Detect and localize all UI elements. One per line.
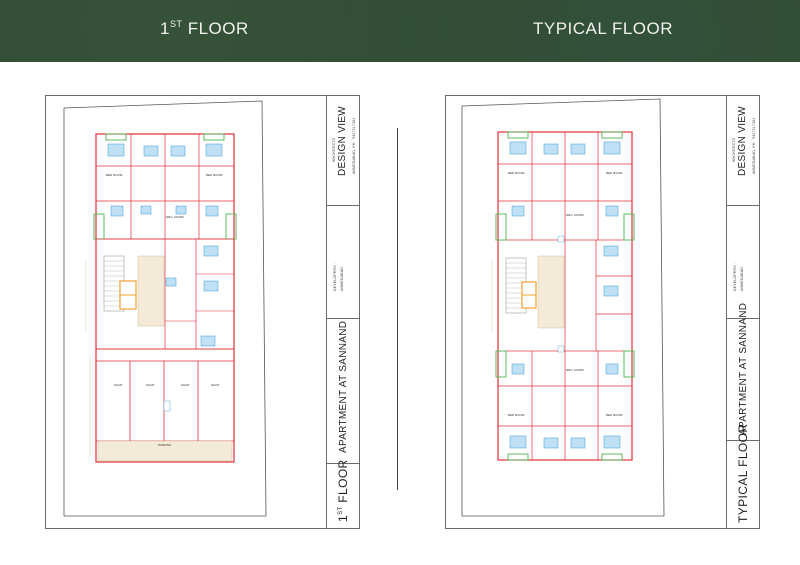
developers-label: DEVELOPERS : — [333, 262, 337, 291]
typical-floor-title-block: ARCHITECTS DESIGN VIEW AHMEDABAD, PH : 9… — [726, 96, 760, 528]
label-shop: SHOP — [114, 383, 123, 387]
label-drawing-room: DRG. ROOM — [566, 368, 584, 372]
developers-city: AHMEDABAD — [740, 267, 744, 291]
label-shop: SHOP — [211, 383, 220, 387]
label-parking: PARKING — [158, 443, 172, 447]
center-divider — [397, 128, 398, 490]
architects-address: AHMEDABAD, PH : 9327517384 — [752, 117, 756, 174]
label-drawing-room: DRG. ROOM — [166, 215, 184, 219]
project-name: APARTMENT AT SANNAND — [338, 320, 349, 453]
typical-floor-sheet: BED ROOM BED ROOM DRG. ROOM DRG. ROOM BE… — [445, 95, 760, 529]
floor-name: TYPICAL FLOOR — [736, 423, 750, 523]
typical-floor-plan: BED ROOM BED ROOM DRG. ROOM DRG. ROOM BE… — [446, 96, 726, 528]
label-bedroom: BED ROOM — [606, 413, 623, 417]
typical-floor-plan-drawing: BED ROOM BED ROOM DRG. ROOM DRG. ROOM BE… — [461, 98, 665, 517]
project-cell: APARTMENT AT SANNAND — [327, 319, 360, 464]
architects-cell: ARCHITECTS DESIGN VIEW AHMEDABAD, PH : 9… — [727, 96, 760, 206]
developers-cell: DEVELOPERS : AHMEDABAD — [327, 206, 360, 319]
developers-cell: DEVELOPERS : AHMEDABAD — [727, 206, 760, 319]
label-shop: SHOP — [146, 383, 155, 387]
label-bedroom: BED ROOM — [606, 171, 623, 175]
design-view-label: DESIGN VIEW — [337, 106, 348, 176]
first-floor-plan: BED ROOM BED ROOM DRG. ROOM SHOP SHOP SH… — [46, 96, 326, 528]
developers-city: AHMEDABAD — [340, 267, 344, 291]
first-floor-heading: 1ST FLOOR — [160, 19, 249, 38]
project-cell: APARTMENT AT SANNAND — [727, 303, 760, 441]
design-view-label: DESIGN VIEW — [737, 106, 748, 176]
label-bedroom: BED ROOM — [508, 413, 525, 417]
label-drawing-room: DRG. ROOM — [566, 213, 584, 217]
label-bedroom: BED ROOM — [106, 173, 123, 177]
architects-address: AHMEDABAD, PH : 9327517384 — [352, 117, 356, 174]
floor-name-cell: TYPICAL FLOOR — [727, 424, 760, 528]
first-floor-plan-drawing: BED ROOM BED ROOM DRG. ROOM SHOP SHOP SH… — [63, 100, 267, 517]
architects-label: ARCHITECTS — [732, 137, 736, 162]
label-shop: SHOP — [181, 383, 190, 387]
page-header: 1ST FLOOR TYPICAL FLOOR — [0, 0, 800, 62]
architects-label: ARCHITECTS — [332, 137, 336, 162]
architects-cell: ARCHITECTS DESIGN VIEW AHMEDABAD, PH : 9… — [327, 96, 360, 206]
first-floor-title-block: ARCHITECTS DESIGN VIEW AHMEDABAD, PH : 9… — [326, 96, 360, 528]
project-name: APARTMENT AT SANNAND — [738, 302, 749, 435]
developers-label: DEVELOPERS : — [733, 262, 737, 291]
first-floor-sheet: BED ROOM BED ROOM DRG. ROOM SHOP SHOP SH… — [45, 95, 360, 529]
label-bedroom: BED ROOM — [508, 171, 525, 175]
label-bedroom: BED ROOM — [206, 173, 223, 177]
floor-name: 1ST FLOOR — [336, 459, 350, 522]
typical-floor-heading: TYPICAL FLOOR — [533, 19, 674, 38]
floor-name-cell: 1ST FLOOR — [327, 459, 360, 528]
